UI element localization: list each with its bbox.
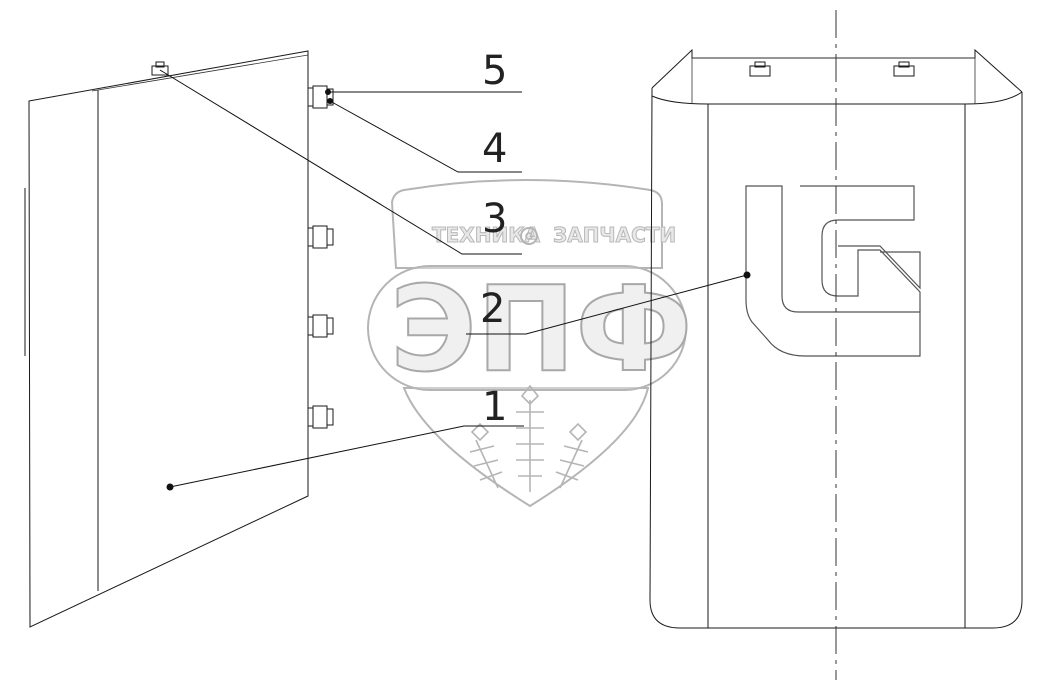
hinge-top [307,85,334,109]
watermark-top-right-text: ЗАПЧАСТИ [553,223,676,247]
cover-top-inner [651,91,1023,105]
wheat-icon [469,384,589,492]
watermark-shield [390,179,663,508]
callout-5-label: 5 [482,48,507,94]
hinge-3 [307,314,334,338]
door-panel [24,50,334,628]
door-panel-top-edge [91,54,309,92]
callout-1-label: 1 [482,384,507,430]
callout-1: 1 [166,384,524,491]
hinge-2 [307,225,334,249]
cover-front-view [649,10,1023,680]
callout-4-label: 4 [482,126,507,172]
callout-5: 5 [330,48,522,94]
emblem-logo [745,185,921,357]
cover-bolt-right [893,61,915,77]
cover-bolt-left [749,61,771,77]
watermark-top-left-text: ТЕХНИКА [432,223,541,247]
watermark: ТЕХНИКА ЗАПЧАСТИ ЭПФ [367,179,693,508]
callout-4: 4 [329,100,522,173]
door-panel-outline [28,50,309,628]
callout-3: 3 [159,69,522,255]
hinge-4 [307,405,334,429]
callout-2: 2 [466,271,751,335]
callout-2-label: 2 [480,286,505,332]
callout-3-label: 3 [482,196,507,242]
cover-top-rim [651,48,1023,93]
top-bolt [151,61,169,76]
watermark-center-text: ЭПФ [390,260,692,398]
gear-icon [520,227,538,245]
